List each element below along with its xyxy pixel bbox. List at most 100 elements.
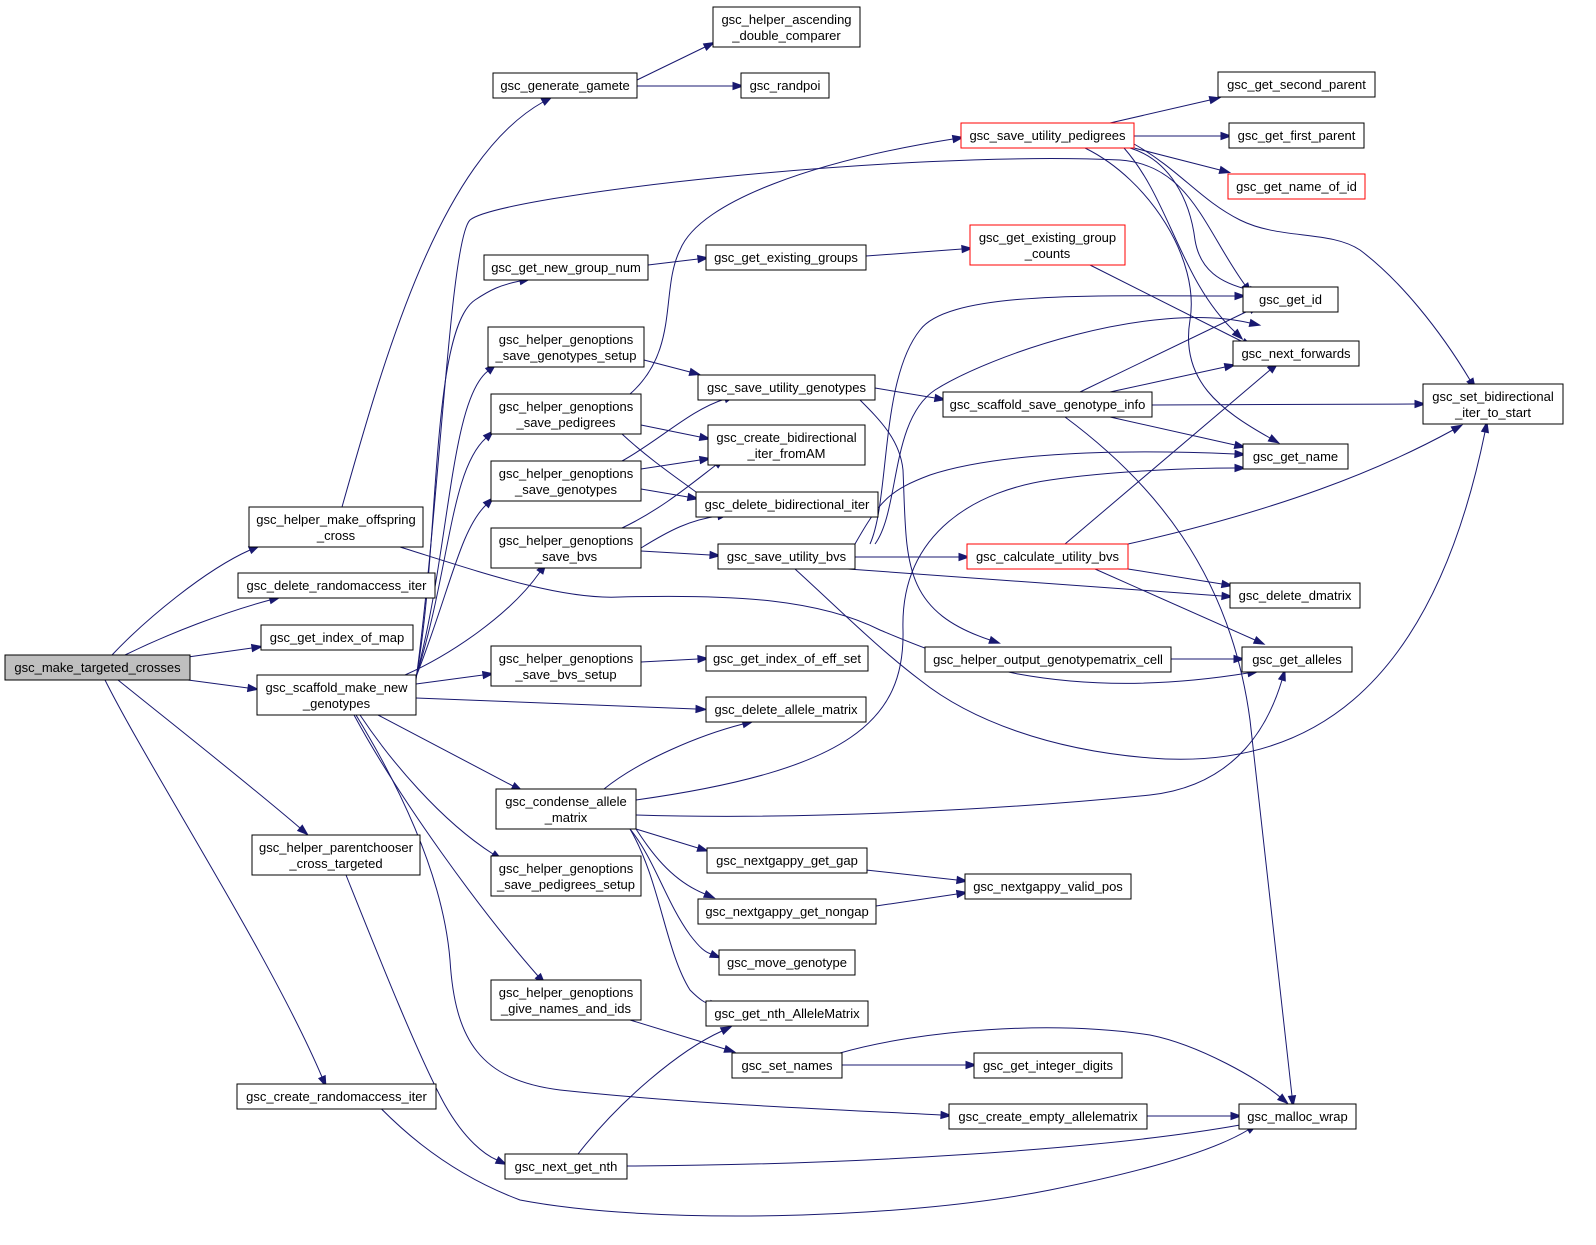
node-box: [1241, 646, 1353, 673]
node-label: gsc_delete_randomaccess_iter: [247, 578, 428, 593]
arrowhead-icon: [246, 683, 260, 693]
node-box: [487, 326, 645, 368]
node-del-dmatrix[interactable]: gsc_delete_dmatrix: [1229, 582, 1361, 609]
node-label: gsc_get_name_of_id: [1236, 179, 1357, 194]
node-gappy-gap[interactable]: gsc_nextgappy_get_gap: [706, 847, 868, 874]
node-name-of-id[interactable]: gsc_get_name_of_id: [1227, 173, 1366, 200]
node-opt-save-ped[interactable]: gsc_helper_genoptions_save_pedigrees: [490, 393, 642, 435]
node-next-fwd[interactable]: gsc_next_forwards: [1232, 340, 1360, 367]
edge-save_util_geno-to-scaffold_save: [874, 387, 947, 403]
node-opt-save-bvs-setup[interactable]: gsc_helper_genoptions_save_bvs_setup: [490, 645, 642, 687]
edge-line: [640, 424, 701, 438]
node-get-id[interactable]: gsc_get_id: [1242, 286, 1339, 313]
node-scaffold-save[interactable]: gsc_scaffold_save_genotype_info: [942, 391, 1153, 418]
edge-line: [847, 568, 1223, 597]
node-box: [490, 527, 642, 569]
node-first-parent[interactable]: gsc_get_first_parent: [1228, 122, 1365, 149]
node-create-randacc[interactable]: gsc_create_randomaccess_iter: [236, 1083, 437, 1110]
node-get-alleles[interactable]: gsc_get_alleles: [1241, 646, 1353, 673]
edge-line: [629, 828, 711, 1005]
node-del-allele-mat[interactable]: gsc_delete_allele_matrix: [705, 696, 867, 723]
node-box: [490, 645, 642, 687]
node-asc-double[interactable]: gsc_helper_ascending_double_comparer: [712, 6, 861, 48]
edge-opt_save_geno-to-delete_bidir: [640, 488, 700, 502]
node-nth-am[interactable]: gsc_get_nth_AlleleMatrix: [705, 1000, 869, 1027]
edge-opt_save_geno-to-create_bidir: [640, 455, 712, 470]
edge-make_targeted-to-offspring_cross: [111, 545, 261, 656]
node-save-util-bvs[interactable]: gsc_save_utility_bvs: [717, 543, 856, 570]
edge-scaffold_make-to-opt_save_geno_setup: [415, 363, 497, 678]
node-randpoi[interactable]: gsc_randpoi: [740, 72, 830, 99]
node-gen-gamete[interactable]: gsc_generate_gamete: [492, 72, 638, 99]
node-gappy-nongap[interactable]: gsc_nextgappy_get_nongap: [697, 898, 877, 925]
node-new-group[interactable]: gsc_get_new_group_num: [483, 254, 649, 281]
node-opt-save-geno[interactable]: gsc_helper_genoptions_save_genotypes: [490, 460, 642, 502]
node-save-util-ped[interactable]: gsc_save_utility_pedigrees: [960, 122, 1135, 149]
edge-line: [1109, 366, 1226, 393]
node-offspring-cross[interactable]: gsc_helper_make_offspring_cross: [248, 506, 424, 548]
node-move-geno[interactable]: gsc_move_genotype: [718, 949, 856, 976]
edge-line: [1109, 416, 1236, 446]
edge-gen_gamete-to-randpoi: [637, 81, 745, 91]
edge-opt_save_geno_setup-to-save_util_geno: [643, 359, 702, 376]
node-second-parent[interactable]: gsc_get_second_parent: [1217, 71, 1376, 98]
edge-line: [794, 431, 1486, 760]
node-box: [490, 393, 642, 435]
node-idx-eff-set[interactable]: gsc_get_index_of_eff_set: [705, 645, 869, 672]
node-create-empty-am[interactable]: gsc_create_empty_allelematrix: [948, 1103, 1148, 1130]
edge-scaffold_make-to-opt_save_ped: [415, 430, 495, 678]
node-delete-bidir[interactable]: gsc_delete_bidirectional_iter: [695, 491, 879, 518]
arrowhead-icon: [698, 455, 712, 465]
node-out-geno-cell[interactable]: gsc_helper_output_genotypematrix_cell: [924, 646, 1172, 673]
node-malloc-wrap[interactable]: gsc_malloc_wrap: [1238, 1103, 1357, 1130]
node-opt-save-ped-setup[interactable]: gsc_helper_genoptions_save_pedigrees_set…: [490, 855, 642, 897]
node-make-targeted[interactable]: gsc_make_targeted_crosses: [4, 654, 191, 681]
arrowhead-icon: [1277, 668, 1286, 682]
node-int-digits[interactable]: gsc_get_integer_digits: [973, 1052, 1123, 1079]
node-exist-groups[interactable]: gsc_get_existing_groups: [705, 244, 867, 271]
edge-line: [635, 679, 1283, 817]
node-box: [697, 898, 877, 925]
node-save-util-geno[interactable]: gsc_save_utility_genotypes: [697, 374, 876, 401]
node-opt-save-bvs[interactable]: gsc_helper_genoptions_save_bvs: [490, 527, 642, 569]
node-box: [1228, 122, 1365, 149]
node-label: gsc_helper_genoptions: [499, 861, 634, 876]
edge-next_nth-to-malloc_wrap: [626, 1120, 1252, 1167]
node-label: gsc_helper_ascending: [721, 12, 851, 27]
node-box: [483, 254, 649, 281]
arrowhead-icon: [696, 843, 710, 852]
node-idx-map[interactable]: gsc_get_index_of_map: [260, 624, 414, 651]
node-label: gsc_helper_output_genotypematrix_cell: [933, 652, 1163, 667]
node-next-nth[interactable]: gsc_next_get_nth: [504, 1153, 628, 1180]
node-get-name[interactable]: gsc_get_name: [1242, 443, 1349, 470]
edge-save_util_ped-to-get_id: [1129, 147, 1262, 294]
node-opt-save-geno-setup[interactable]: gsc_helper_genoptions_save_genotypes_set…: [487, 326, 645, 368]
node-parentchooser[interactable]: gsc_helper_parentchooser_cross_targeted: [251, 834, 421, 876]
edge-new_group-to-exist_groups: [647, 254, 710, 266]
edge-line: [1079, 309, 1251, 393]
node-scaffold-make[interactable]: gsc_scaffold_make_new_genotypes: [256, 674, 417, 716]
node-del-randacc[interactable]: gsc_delete_randomaccess_iter: [237, 572, 436, 599]
node-label: gsc_set_bidirectional: [1432, 389, 1554, 404]
node-opt-give-names[interactable]: gsc_helper_genoptions_give_names_and_ids: [490, 979, 642, 1021]
edge-scaffold_save-to-malloc_wrap: [1064, 416, 1297, 1108]
edge-line: [1064, 416, 1293, 1097]
node-create-bidir[interactable]: gsc_create_bidirectional_iter_fromAM: [707, 424, 866, 466]
arrowhead-icon: [1252, 635, 1266, 645]
edge-line: [621, 398, 726, 462]
node-calc-util-bvs[interactable]: gsc_calculate_utility_bvs: [966, 543, 1129, 570]
node-label: gsc_helper_genoptions: [499, 466, 634, 481]
arrowhead-icon: [719, 1026, 733, 1036]
node-condense[interactable]: gsc_condense_allele_matrix: [495, 788, 637, 830]
edge-condense-to-get_name: [635, 463, 1247, 801]
node-set-bidir[interactable]: gsc_set_bidirectional_iter_to_start: [1422, 383, 1564, 425]
node-gappy-valid[interactable]: gsc_nextgappy_valid_pos: [964, 873, 1132, 900]
node-exist-counts[interactable]: gsc_get_existing_group_counts: [969, 224, 1126, 266]
edge-save_util_ped-to-second_parent: [1109, 96, 1222, 124]
node-label: gsc_set_names: [741, 1058, 833, 1073]
node-set-names[interactable]: gsc_set_names: [731, 1052, 843, 1079]
node-label: gsc_get_second_parent: [1227, 77, 1366, 92]
edge-offspring_cross-to-gen_gamete: [341, 96, 554, 508]
edge-save_util_ped-to-get_name: [1084, 147, 1281, 444]
node-box: [4, 654, 191, 681]
